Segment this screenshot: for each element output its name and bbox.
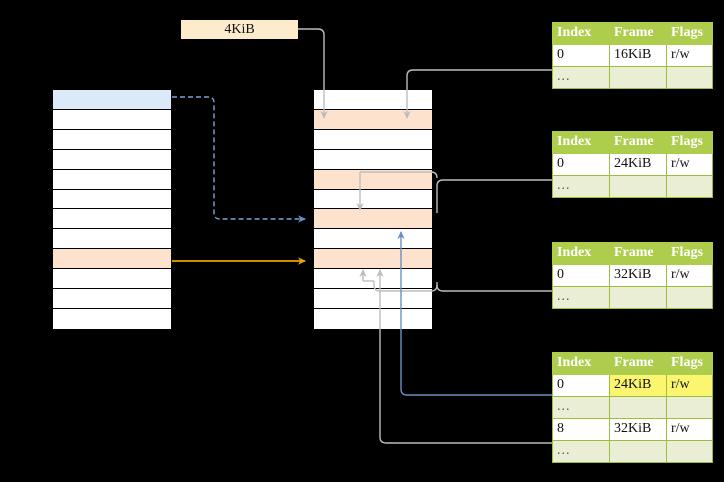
table-cell: ...: [552, 66, 610, 89]
table-cell: 16KiB: [609, 44, 667, 67]
memory-row: [314, 189, 432, 210]
table-cell: [609, 175, 667, 198]
table-row[interactable]: ...: [552, 175, 713, 198]
memory-row: [53, 229, 171, 250]
memory-row: [53, 90, 171, 110]
table-cell: r/w: [666, 374, 713, 397]
table-cell: ...: [552, 440, 610, 463]
table-cell: 32KiB: [609, 418, 667, 441]
memory-row: [53, 209, 171, 230]
table-cell: [609, 440, 667, 463]
table-cell: 0: [552, 44, 610, 67]
table-cell: [609, 286, 667, 309]
table-cell: ...: [552, 286, 610, 309]
table-cell: 0: [552, 153, 610, 176]
table-cell: ...: [552, 175, 610, 198]
memory-row: [53, 189, 171, 210]
table-cell: [666, 175, 713, 198]
column-header-flags: Flags: [666, 22, 713, 45]
table-row[interactable]: ...: [552, 66, 713, 89]
memory-row: [53, 269, 171, 290]
size-label-4kib: 4KiB: [181, 20, 298, 39]
memory-row: [53, 149, 171, 170]
table-cell: ...: [552, 396, 610, 419]
memory-row: [53, 109, 171, 130]
column-header-index: Index: [552, 22, 610, 45]
table-row[interactable]: ...: [552, 396, 713, 419]
memory-row: [314, 209, 432, 230]
column-header-frame: Frame: [609, 22, 667, 45]
column-header-frame: Frame: [609, 242, 667, 265]
memory-row: [53, 169, 171, 190]
table-cell: [666, 440, 713, 463]
memory-row: [314, 90, 432, 110]
column-header-index: Index: [552, 131, 610, 154]
table-cell: [666, 286, 713, 309]
table-row[interactable]: ...: [552, 440, 713, 463]
table-cell: r/w: [666, 418, 713, 441]
memory-row: [53, 289, 171, 309]
table-cell: [666, 66, 713, 89]
table-cell: 24KiB: [609, 374, 667, 397]
table-row[interactable]: ...: [552, 286, 713, 309]
table-cell: [666, 396, 713, 419]
table-cell: [609, 66, 667, 89]
column-header-frame: Frame: [609, 352, 667, 375]
memory-row: [53, 129, 171, 150]
wire-virtual-page-to-frame-dashed: [172, 96, 306, 223]
column-header-index: Index: [552, 352, 610, 375]
memory-row: [53, 308, 171, 329]
column-header-frame: Frame: [609, 131, 667, 154]
memory-row: [314, 109, 432, 130]
table-cell: r/w: [666, 153, 713, 176]
table-cell: [609, 396, 667, 419]
memory-row: [314, 169, 432, 190]
column-header-flags: Flags: [666, 242, 713, 265]
table-cell: 0: [552, 264, 610, 287]
table-cell: r/w: [666, 264, 713, 287]
memory-row: [314, 289, 432, 309]
wire-pt2-segment: [436, 179, 552, 213]
table-cell: r/w: [666, 44, 713, 67]
memory-row: [314, 149, 432, 170]
memory-row: [314, 308, 432, 329]
memory-row: [314, 269, 432, 290]
physical-memory-table: [313, 89, 433, 330]
column-header-flags: Flags: [666, 352, 713, 375]
table-cell: 32KiB: [609, 264, 667, 287]
memory-row: [314, 249, 432, 270]
memory-row: [314, 229, 432, 250]
table-cell: 24KiB: [609, 153, 667, 176]
wire-pt3-segment: [436, 282, 552, 292]
memory-row: [314, 129, 432, 150]
column-header-index: Index: [552, 242, 610, 265]
table-cell: 8: [552, 418, 610, 441]
memory-row: [53, 249, 171, 270]
column-header-flags: Flags: [666, 131, 713, 154]
table-cell: 0: [552, 374, 610, 397]
virtual-address-space-table: [52, 89, 172, 330]
